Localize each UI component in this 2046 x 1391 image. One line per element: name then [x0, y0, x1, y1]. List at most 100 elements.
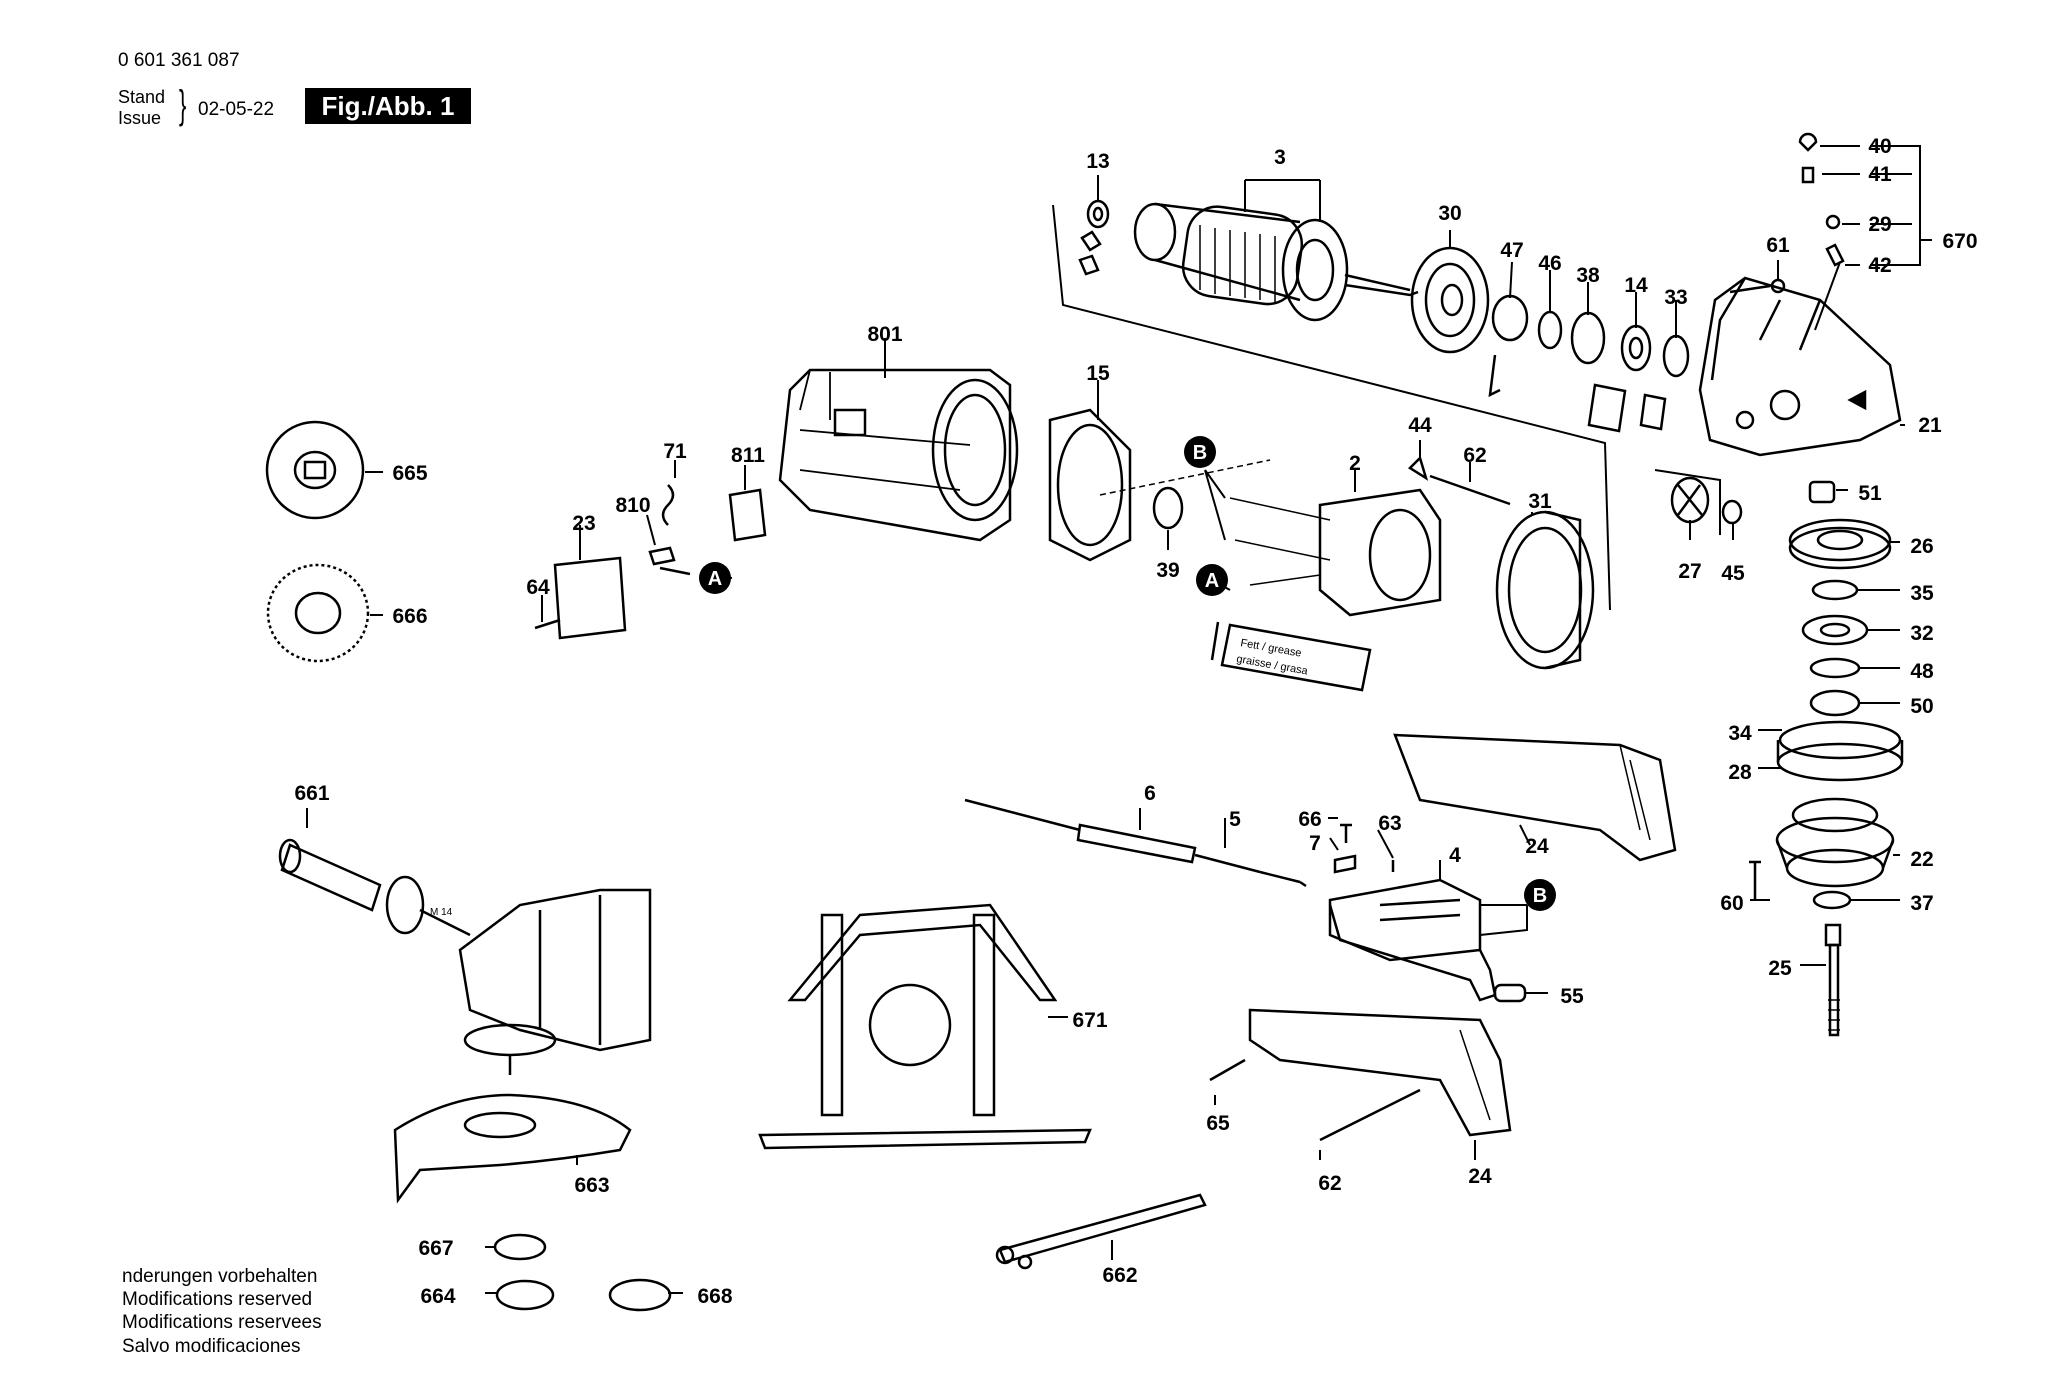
part-29 — [1825, 214, 1841, 230]
bearing-50 — [1809, 689, 1861, 717]
footer-line-4: Salvo modificaciones — [122, 1336, 301, 1357]
bracket-670 — [1912, 145, 1932, 266]
part-label-p35: 35 — [1910, 582, 1934, 605]
nut-45 — [1721, 499, 1743, 525]
field-2 — [1229, 488, 1442, 617]
washer-37 — [1812, 890, 1852, 910]
part-label-p5: 5 — [1229, 808, 1241, 831]
holder-811 — [728, 488, 767, 542]
pinion-27 — [1670, 476, 1710, 524]
handle-661-assembly — [278, 838, 471, 937]
handle-half-24-upper — [1393, 733, 1677, 862]
footer-line-3: Modifications reservees — [122, 1312, 322, 1333]
screw-66 — [1340, 823, 1352, 843]
part-40 — [1798, 132, 1818, 152]
part-label-p661: 661 — [294, 782, 329, 805]
callout-a-right: A — [1196, 564, 1228, 596]
bearing-13 — [1078, 199, 1110, 276]
disc-666 — [266, 563, 370, 663]
plate-34-28 — [1776, 720, 1904, 782]
issue-label: Issue — [118, 108, 162, 128]
footer-line-2: Modifications reserved — [122, 1289, 313, 1310]
part-label-p671: 671 — [1072, 1009, 1107, 1032]
issue-date: 02-05-22 — [198, 99, 275, 120]
part-label-p40: 40 — [1868, 135, 1891, 158]
part-label-p42: 42 — [1868, 254, 1891, 277]
part-label-p3: 3 — [1274, 146, 1286, 169]
screw-62-lower — [1319, 1088, 1421, 1142]
part-label-p64: 64 — [526, 576, 550, 599]
spindle-25 — [1824, 923, 1842, 1037]
part-label-p61: 61 — [1766, 234, 1790, 257]
sleeve-38 — [1570, 311, 1606, 365]
spring-71 — [661, 484, 675, 526]
fan-30 — [1410, 246, 1490, 354]
part-label-p667: 667 — [418, 1237, 453, 1260]
part-label-p665: 665 — [392, 462, 427, 485]
part-label-p670: 670 — [1942, 230, 1977, 253]
baffle-15 — [1048, 408, 1132, 562]
part-label-p37: 37 — [1910, 892, 1933, 915]
part-label-p29: 29 — [1868, 213, 1891, 236]
part-label-p811: 811 — [731, 444, 765, 467]
housing-31 — [1495, 510, 1595, 670]
part-label-p39: 39 — [1156, 559, 1179, 582]
nut-668 — [608, 1278, 672, 1312]
callout-b-top: B — [1184, 436, 1216, 468]
svg-text:A: A — [1205, 570, 1219, 592]
part-label-p71: 71 — [663, 440, 687, 463]
part-label-p33: 33 — [1664, 286, 1687, 309]
part-label-p7: 7 — [1309, 832, 1321, 855]
part-label-p24a: 24 — [1525, 835, 1549, 858]
part-label-p6: 6 — [1144, 782, 1156, 805]
part-label-p30: 30 — [1438, 202, 1461, 225]
bearing-14 — [1620, 324, 1652, 372]
callout-a-left: A — [699, 562, 731, 594]
ring-33 — [1662, 334, 1690, 378]
part-42 — [1825, 243, 1845, 267]
motor-housing-801 — [778, 368, 1019, 542]
part-label-p34: 34 — [1728, 722, 1752, 745]
part-label-p38: 38 — [1576, 264, 1600, 287]
part-label-p666: 666 — [392, 605, 427, 628]
wrench-662 — [995, 1193, 1207, 1270]
cover-23 — [553, 556, 627, 640]
gear-frame-line — [1654, 469, 1721, 535]
cable-6 — [964, 798, 1261, 874]
grinder-body — [458, 888, 652, 1075]
plate-47 — [1491, 294, 1529, 342]
part-label-p664: 664 — [420, 1285, 455, 1308]
part-label-p48: 48 — [1910, 660, 1934, 683]
bushing-51 — [1808, 480, 1836, 504]
part-label-p810: 810 — [615, 494, 650, 517]
wire-5 — [1259, 870, 1307, 888]
flange-665 — [265, 420, 365, 520]
guard-663 — [393, 1093, 632, 1204]
handle-half-lower — [1328, 904, 1497, 1002]
part-number: 0 601 361 087 — [118, 50, 240, 71]
ring-35 — [1811, 579, 1859, 601]
screw-62 — [1429, 474, 1511, 506]
part-label-p44: 44 — [1408, 414, 1432, 437]
part-label-p26: 26 — [1910, 535, 1933, 558]
screw-61 — [1729, 284, 1771, 294]
part-label-p663: 663 — [574, 1174, 609, 1197]
part-label-p62b: 62 — [1318, 1172, 1341, 1195]
screw-64 — [534, 618, 561, 630]
nut-667 — [493, 1233, 547, 1261]
part-label-p2: 2 — [1349, 452, 1361, 475]
part-label-p13: 13 — [1086, 150, 1109, 173]
screw-47 — [1488, 354, 1501, 398]
part-label-p22: 22 — [1910, 848, 1933, 871]
stand-671 — [758, 903, 1092, 1150]
svg-text:B: B — [1193, 442, 1207, 464]
part-label-p46: 46 — [1538, 252, 1561, 275]
part-label-p24b: 24 — [1468, 1165, 1492, 1188]
part-label-p4: 4 — [1449, 844, 1461, 867]
bearing-32 — [1801, 614, 1869, 646]
switch-4 — [1328, 878, 1482, 962]
seat-39 — [1152, 486, 1184, 530]
gear-head-21 — [1698, 276, 1902, 457]
footer-line-1: nderungen vorbehalten — [122, 1266, 318, 1287]
armature-frame-line — [1052, 204, 1611, 611]
